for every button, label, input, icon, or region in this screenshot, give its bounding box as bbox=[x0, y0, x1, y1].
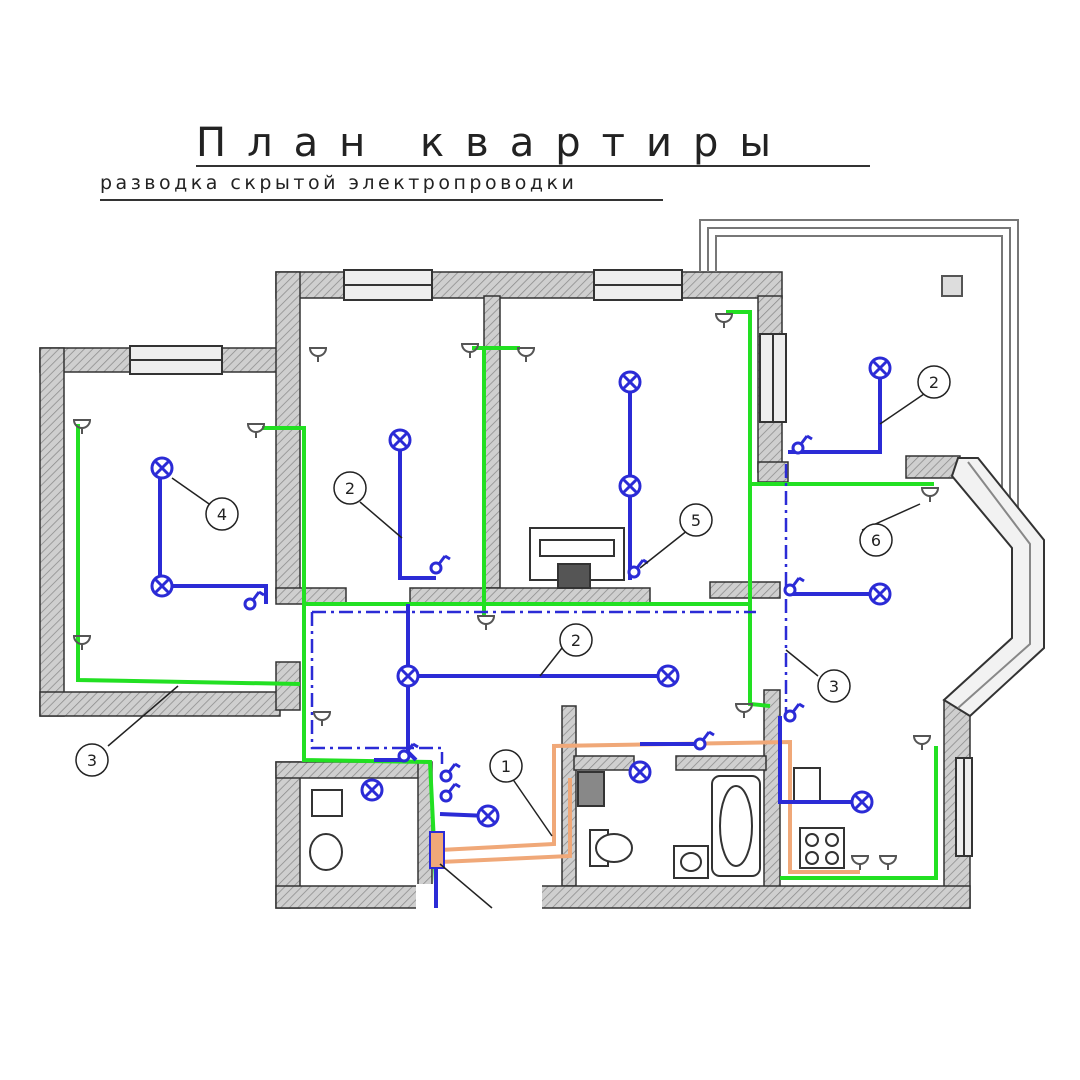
callout-6: 6 bbox=[859, 523, 893, 557]
callout-label: 5 bbox=[691, 511, 701, 530]
callout-4: 4 bbox=[205, 497, 239, 531]
toilet-icon bbox=[309, 789, 633, 871]
callout-label: 2 bbox=[571, 631, 581, 650]
callout-leaders bbox=[107, 393, 925, 909]
callout-label: 3 bbox=[87, 751, 97, 770]
callout-label: 6 bbox=[871, 531, 881, 550]
sofa-icon bbox=[529, 527, 625, 589]
callout-label: 1 bbox=[501, 757, 511, 776]
callout-label: 2 bbox=[929, 373, 939, 392]
subtitle-underline bbox=[100, 199, 663, 201]
stove-icon bbox=[799, 827, 845, 869]
distribution-box-icon bbox=[429, 831, 445, 869]
bathtub-icon bbox=[711, 775, 761, 877]
callout-label: 3 bbox=[829, 677, 839, 696]
bay-window bbox=[942, 457, 1045, 718]
callout-3b: 3 bbox=[75, 743, 109, 777]
plan-title: План квартиры bbox=[196, 120, 792, 166]
sink-icon bbox=[577, 767, 821, 879]
callout-label: 4 bbox=[217, 505, 227, 524]
socket-lines bbox=[76, 310, 938, 885]
lighting-circuit-dashed bbox=[310, 464, 788, 764]
plumbing-fixtures bbox=[309, 527, 845, 879]
plan-subtitle: разводка скрытой электропроводки bbox=[100, 172, 578, 194]
callout-2c: 2 bbox=[559, 623, 593, 657]
windows bbox=[129, 269, 973, 857]
callout-label: 2 bbox=[345, 479, 355, 498]
callout-5: 5 bbox=[679, 503, 713, 537]
callout-3a: 3 bbox=[817, 669, 851, 703]
callout-1: 1 bbox=[489, 749, 523, 783]
title-underline bbox=[196, 165, 870, 167]
callout-2b: 2 bbox=[917, 365, 951, 399]
callout-2a: 2 bbox=[333, 471, 367, 505]
balcony bbox=[699, 219, 1019, 520]
